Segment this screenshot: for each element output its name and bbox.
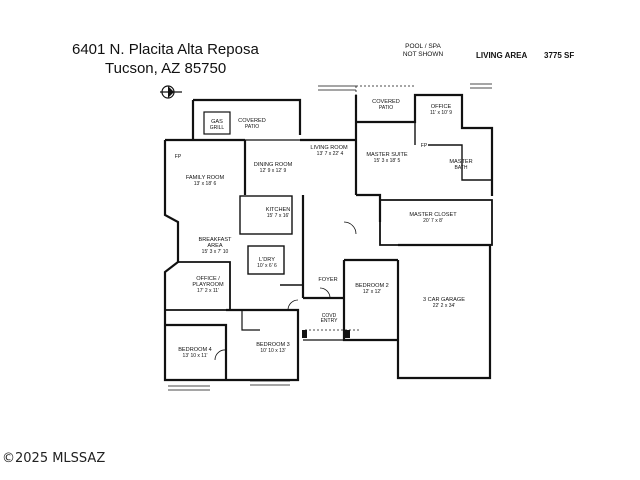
- foyer-label: FOYER: [318, 277, 337, 283]
- doors: [214, 221, 357, 361]
- covered-patio-west-dims: PATIO: [245, 124, 259, 130]
- entry-columns: [302, 330, 350, 338]
- family-room-dims: 13' x 18' 6: [194, 181, 217, 187]
- master-bath-dims: BATH: [455, 165, 468, 171]
- laundry-label: L'DRY: [259, 257, 275, 263]
- bedroom-2-label: BEDROOM 2: [355, 283, 389, 289]
- living-area-label: LIVING AREA: [476, 51, 528, 60]
- pool-note: POOL / SPA NOT SHOWN: [388, 43, 458, 59]
- bedroom-4-label: BEDROOM 4: [178, 347, 212, 353]
- copyright-watermark: ©2025 MLSSAZ: [2, 451, 106, 466]
- living-room-label: LIVING ROOM: [310, 145, 348, 151]
- master-suite-dims: 15' 3 x 18' 5: [374, 158, 401, 164]
- breakfast-area-label-2: AREA: [207, 243, 223, 249]
- covered-entry-label-2: ENTRY: [321, 318, 339, 324]
- gas-grill-label: GAS: [211, 119, 223, 125]
- living-room-dims: 13' 7 x 22' 4: [317, 151, 344, 157]
- dining-room-dims: 12' 9 x 12' 9: [260, 168, 287, 174]
- gas-grill-dims: GRILL: [210, 125, 225, 131]
- breakfast-area-dims: 15' 3 x 7' 10: [202, 249, 229, 255]
- bedroom-3-label: BEDROOM 3: [256, 342, 290, 348]
- room-labels: GAS GRILL COVERED PATIO LIVING ROOM 13' …: [175, 99, 473, 359]
- walls: [163, 93, 494, 382]
- garage-dims: 22' 2 x 34': [433, 303, 456, 309]
- bedroom-2-dims: 12' x 12': [363, 289, 381, 295]
- master-bath-label: MASTER: [449, 159, 472, 165]
- kitchen-dims: 15' 7 x 16': [267, 213, 290, 219]
- fireplace-family-label: FP: [175, 154, 182, 160]
- fireplace-master-label: FP: [421, 143, 428, 149]
- office-label: OFFICE: [431, 104, 452, 110]
- office-playroom-label-2: PLAYROOM: [192, 282, 224, 288]
- breakfast-area-label: BREAKFAST: [199, 237, 233, 243]
- master-closet-dims: 20' 7 x 8': [423, 218, 443, 224]
- address-line-1: 6401 N. Placita Alta Reposa: [72, 41, 259, 58]
- garage-label: 3 CAR GARAGE: [423, 297, 465, 303]
- covered-patio-east-label: COVERED: [372, 99, 400, 105]
- bedroom-4-dims: 13' 10 x 11': [183, 353, 208, 359]
- address-line-2: Tucson, AZ 85750: [105, 60, 227, 77]
- covered-patio-west-label: COVERED: [238, 118, 266, 124]
- kitchen-label: KITCHEN: [266, 207, 291, 213]
- laundry-dims: 10' x 6' 6: [257, 263, 277, 269]
- covered-entry-label: COVD: [322, 313, 337, 319]
- dining-room-label: DINING ROOM: [254, 162, 293, 168]
- master-suite-label: MASTER SUITE: [366, 152, 408, 158]
- office-dims: 11' x 10' 9: [430, 110, 452, 116]
- bedroom-3-dims: 10' 10 x 13': [260, 348, 285, 354]
- north-arrow-icon: [160, 85, 182, 99]
- office-playroom-label: OFFICE /: [196, 276, 220, 282]
- pool-note-line-2: NOT SHOWN: [402, 51, 444, 58]
- office-playroom-dims: 17' 2 x 11': [197, 288, 219, 294]
- pool-note-line-1: POOL / SPA: [405, 43, 441, 50]
- master-closet-label: MASTER CLOSET: [409, 212, 457, 218]
- covered-patio-east-dims: PATIO: [379, 105, 393, 111]
- family-room-label: FAMILY ROOM: [186, 175, 225, 181]
- living-area-value: 3775 SF: [544, 51, 575, 60]
- windows: [168, 83, 492, 391]
